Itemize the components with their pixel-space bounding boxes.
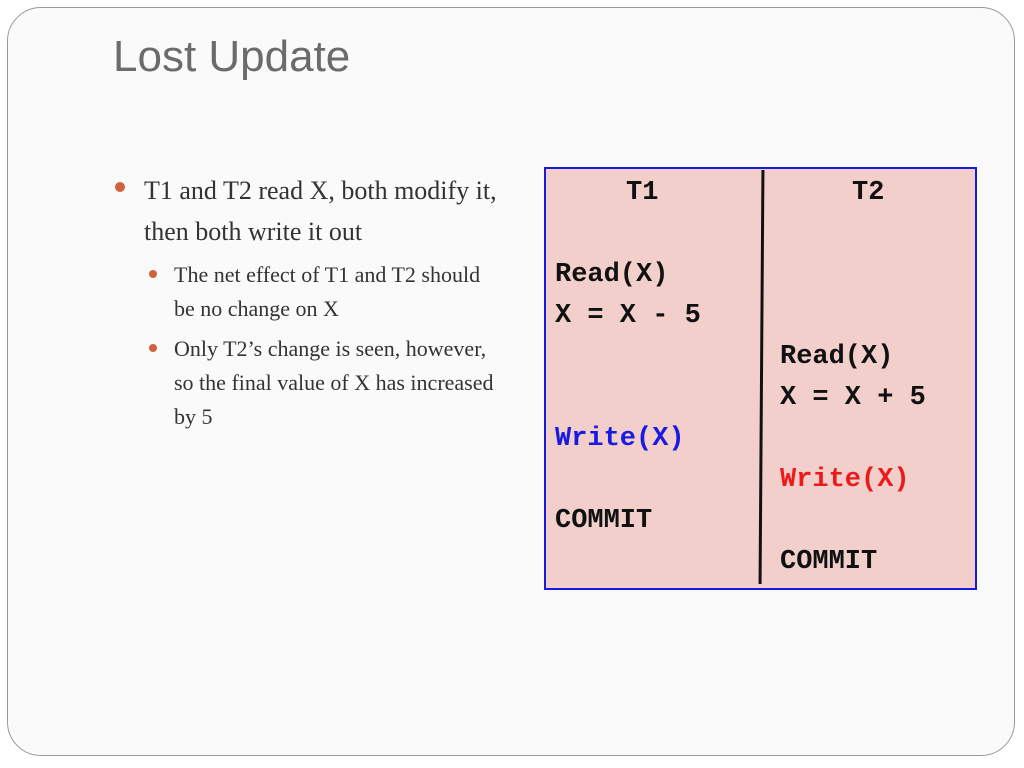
bullet-sub-1: The net effect of T1 and T2 should be no…	[144, 258, 503, 326]
bullet-dot-icon	[149, 270, 157, 278]
bullet-sub-1-text: The net effect of T1 and T2 should be no…	[174, 262, 481, 321]
t2-header: T2	[852, 178, 885, 208]
bullet-main: T1 and T2 read X, both modify it, then b…	[113, 170, 503, 252]
slide-title: Lost Update	[113, 32, 351, 81]
bullet-sub-2: Only T2’s change is seen, however, so th…	[144, 332, 503, 434]
bullet-main-text: T1 and T2 read X, both modify it, then b…	[144, 176, 497, 246]
t2-compute: X = X + 5	[780, 383, 926, 413]
t1-read: Read(X)	[555, 260, 669, 290]
t2-read: Read(X)	[780, 342, 894, 372]
bullet-sub-2-text: Only T2’s change is seen, however, so th…	[174, 336, 494, 429]
t2-write: Write(X)	[780, 465, 910, 495]
bullet-dot-icon	[115, 182, 125, 192]
t1-commit: COMMIT	[555, 506, 653, 536]
t1-header: T1	[626, 178, 659, 208]
bullet-dot-icon	[149, 344, 157, 352]
bullet-list: T1 and T2 read X, both modify it, then b…	[113, 170, 503, 434]
t1-write: Write(X)	[555, 424, 685, 454]
t1-compute: X = X - 5	[555, 301, 701, 331]
t2-commit: COMMIT	[780, 547, 878, 577]
